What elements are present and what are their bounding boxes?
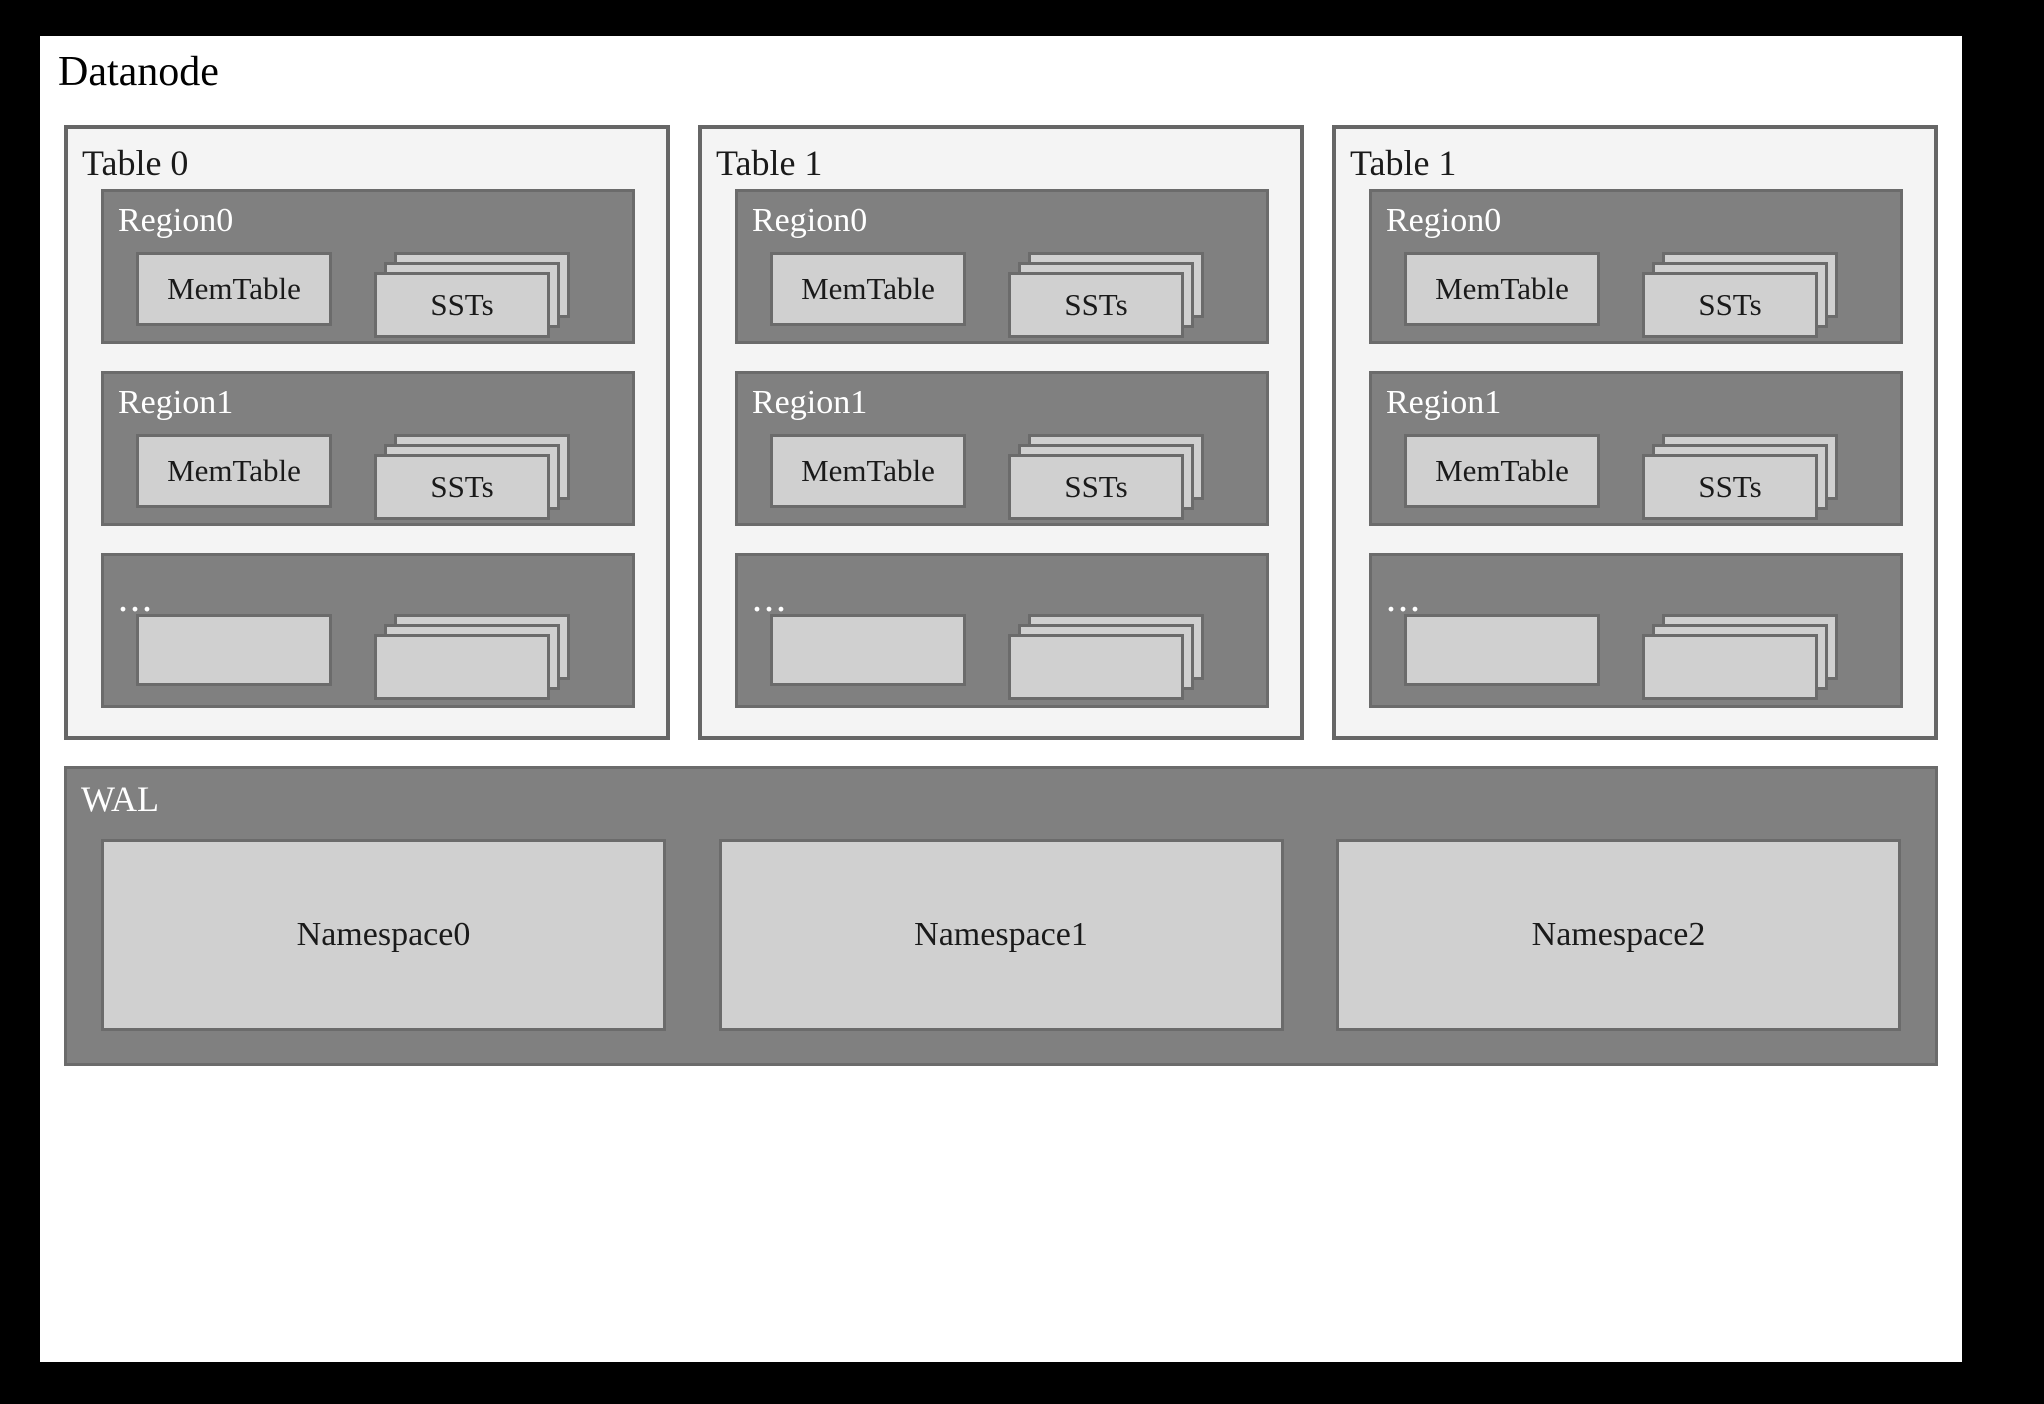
sst-front-box[interactable]	[374, 634, 550, 700]
region-body	[136, 614, 606, 700]
region-body: MemTable SSTs	[770, 434, 1240, 520]
region-label: Region1	[1386, 384, 1502, 421]
memtable-box[interactable]: MemTable	[136, 434, 332, 508]
sst-front-box[interactable]: SSTs	[374, 454, 550, 520]
sst-front-box[interactable]: SSTs	[1642, 272, 1818, 338]
region-body	[1404, 614, 1874, 700]
region-more[interactable]: ...	[1369, 553, 1903, 708]
sst-stack[interactable]	[1642, 614, 1838, 700]
region-ellipsis-label: ...	[118, 575, 154, 620]
sst-stack[interactable]: SSTs	[1008, 252, 1204, 338]
region-body: MemTable SSTs	[770, 252, 1240, 338]
table-label: Table 0	[82, 143, 189, 183]
page-title: Datanode	[58, 49, 219, 95]
memtable-box[interactable]	[770, 614, 966, 686]
region-label: Region0	[1386, 202, 1502, 239]
namespace-box[interactable]: Namespace0	[101, 839, 666, 1031]
memtable-box[interactable]: MemTable	[1404, 252, 1600, 326]
wal-container: WAL Namespace0 Namespace1 Namespace2	[64, 766, 1938, 1066]
region-body: MemTable SSTs	[136, 434, 606, 520]
memtable-box[interactable]: MemTable	[136, 252, 332, 326]
namespace-row: Namespace0 Namespace1 Namespace2	[101, 839, 1901, 1031]
region-label: Region1	[752, 384, 868, 421]
sst-stack[interactable]: SSTs	[1642, 434, 1838, 520]
namespace-box[interactable]: Namespace1	[718, 839, 1284, 1031]
sst-stack[interactable]: SSTs	[374, 434, 570, 520]
table-label: Table 1	[1350, 143, 1457, 183]
sst-stack[interactable]: SSTs	[1008, 434, 1204, 520]
sst-front-box[interactable]: SSTs	[1008, 272, 1184, 338]
memtable-box[interactable]: MemTable	[1404, 434, 1600, 508]
namespace-box[interactable]: Namespace2	[1336, 839, 1901, 1031]
region-ellipsis-label: ...	[752, 575, 788, 620]
sst-stack[interactable]	[1008, 614, 1204, 700]
region-label: Region1	[118, 384, 234, 421]
wal-label: WAL	[81, 779, 159, 819]
memtable-box[interactable]: MemTable	[770, 434, 966, 508]
region-label: Region0	[118, 202, 234, 239]
sst-stack[interactable]: SSTs	[1642, 252, 1838, 338]
region-body	[770, 614, 1240, 700]
region-body: MemTable SSTs	[136, 252, 606, 338]
sst-front-box[interactable]: SSTs	[374, 272, 550, 338]
memtable-box[interactable]	[136, 614, 332, 686]
table-label: Table 1	[716, 143, 823, 183]
sst-front-box[interactable]	[1008, 634, 1184, 700]
region-body: MemTable SSTs	[1404, 252, 1874, 338]
sst-front-box[interactable]: SSTs	[1642, 454, 1818, 520]
sst-stack[interactable]: SSTs	[374, 252, 570, 338]
memtable-box[interactable]	[1404, 614, 1600, 686]
sst-front-box[interactable]	[1642, 634, 1818, 700]
sst-front-box[interactable]: SSTs	[1008, 454, 1184, 520]
sst-stack[interactable]	[374, 614, 570, 700]
region-body: MemTable SSTs	[1404, 434, 1874, 520]
region-more[interactable]: ...	[101, 553, 635, 708]
region-ellipsis-label: ...	[1386, 575, 1422, 620]
region-more[interactable]: ...	[735, 553, 1269, 708]
memtable-box[interactable]: MemTable	[770, 252, 966, 326]
region-label: Region0	[752, 202, 868, 239]
